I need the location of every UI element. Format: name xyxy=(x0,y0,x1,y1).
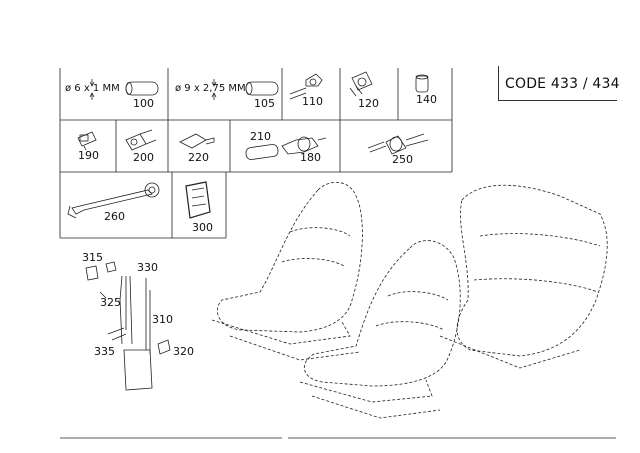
dim-105-label: ø 9 x 2,75 MM xyxy=(175,83,246,94)
wiring-harness-icon xyxy=(85,261,171,391)
part-label-100: 100 xyxy=(133,97,154,110)
part-label-190: 190 xyxy=(78,149,99,162)
part-105-hose-icon xyxy=(211,79,279,100)
part-label-105: 105 xyxy=(254,97,275,110)
part-220-cap-icon xyxy=(179,133,215,149)
seat-assemblies-icon xyxy=(211,182,608,419)
part-label-315: 315 xyxy=(82,251,103,264)
part-140-sleeve-icon xyxy=(415,74,429,93)
part-260-rod-icon xyxy=(67,182,160,219)
part-210-180-coupling-icon xyxy=(245,136,327,160)
part-label-260: 260 xyxy=(104,210,125,223)
dim-100-label: ø 6 x 1 MM xyxy=(65,83,120,94)
part-label-200: 200 xyxy=(133,151,154,164)
code-box xyxy=(498,66,617,101)
part-label-180: 180 xyxy=(300,151,321,164)
part-label-210: 210 xyxy=(250,130,271,143)
part-label-300: 300 xyxy=(192,221,213,234)
part-label-330: 330 xyxy=(137,261,158,274)
part-label-110: 110 xyxy=(302,95,323,108)
part-label-325: 325 xyxy=(100,296,121,309)
part-label-120: 120 xyxy=(358,97,379,110)
parts-grid-lines xyxy=(59,68,453,239)
part-250-coupling-icon xyxy=(367,133,429,155)
part-300-module-icon xyxy=(185,181,211,219)
code-label: CODE 433 / 434 xyxy=(505,76,620,92)
part-100-hose-icon xyxy=(89,79,159,100)
part-200-connector-icon xyxy=(125,129,157,151)
part-label-140: 140 xyxy=(416,93,437,106)
part-110-angle-connector-icon xyxy=(289,73,323,100)
part-190-fitting-icon xyxy=(77,131,97,151)
part-120-connector-icon xyxy=(349,71,373,97)
part-label-220: 220 xyxy=(188,151,209,164)
part-label-310: 310 xyxy=(152,313,173,326)
part-label-250: 250 xyxy=(392,153,413,166)
part-label-320: 320 xyxy=(173,345,194,358)
part-label-335: 335 xyxy=(94,345,115,358)
